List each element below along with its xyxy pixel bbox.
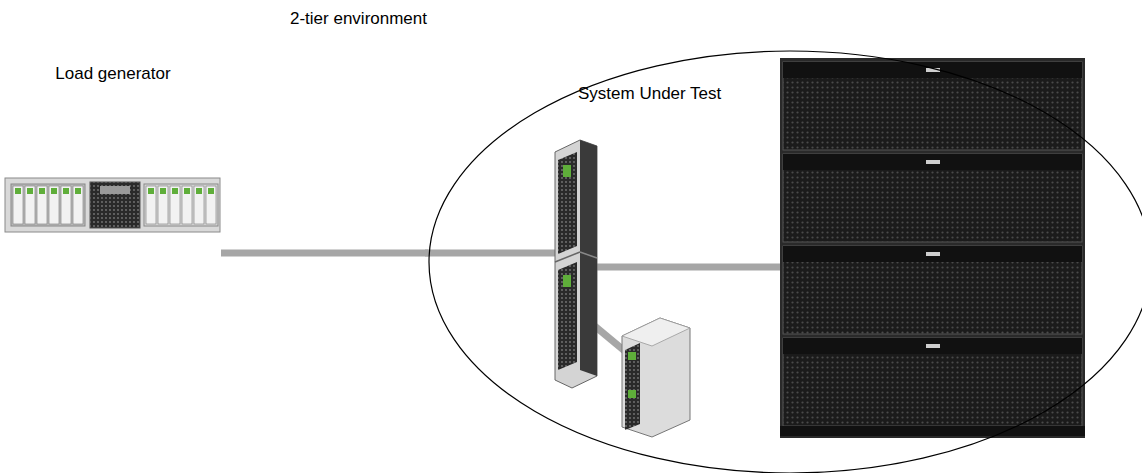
- network-link: [221, 250, 428, 257]
- blade-server: [622, 318, 690, 437]
- rack-server: [5, 178, 220, 232]
- blade-server: [555, 140, 597, 388]
- diagram-title: 2-tier environment: [290, 9, 427, 29]
- ellipse-outline: [428, 50, 1142, 473]
- network-wire: [425, 253, 785, 372]
- system-ellipse: System Under Test: [428, 50, 1142, 473]
- node-label: Load generator: [55, 64, 170, 84]
- storage-rack: [780, 58, 1085, 438]
- server-node: Load generator: [5, 60, 221, 260]
- node-label: System Under Test: [578, 84, 721, 104]
